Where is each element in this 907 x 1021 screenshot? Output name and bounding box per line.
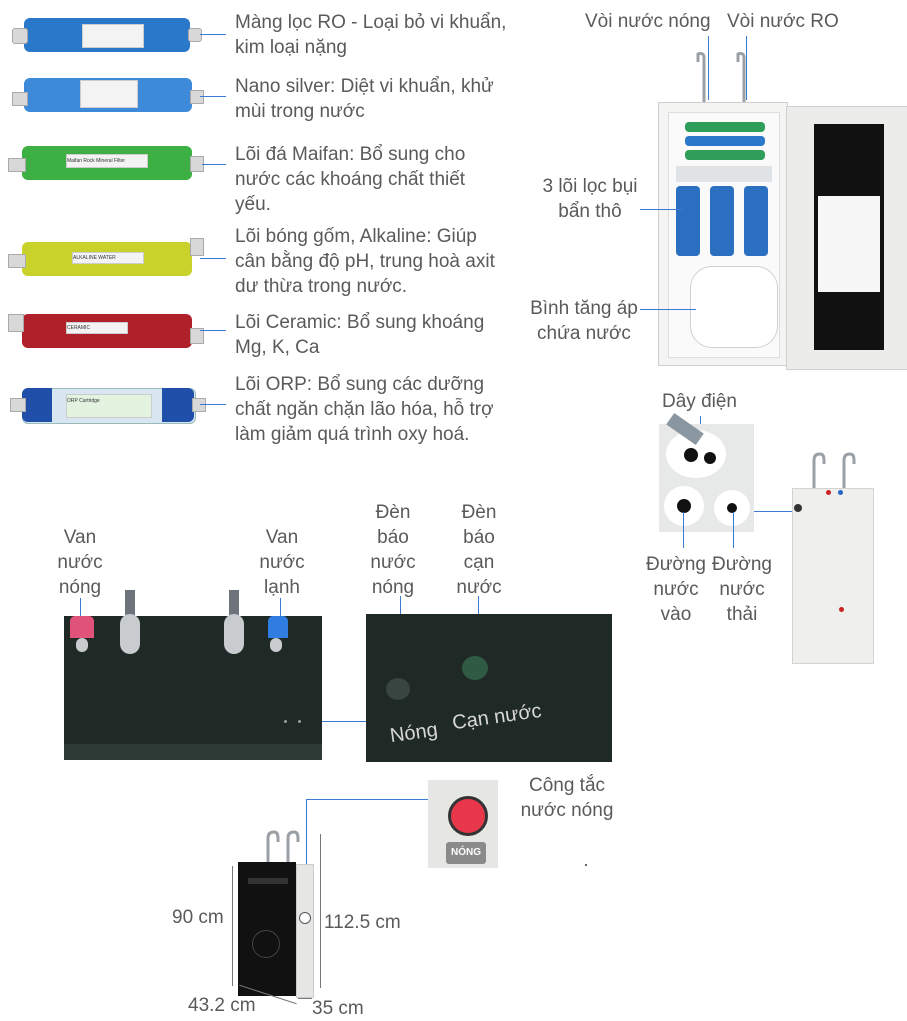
hot-valve-icon[interactable] (70, 616, 94, 638)
hot-light-label: Đèn báo nước nóng (370, 502, 416, 598)
dim-depth: 35 cm (312, 998, 364, 1019)
filter-maifan-label: Lõi đá Maifan: Bổ sung cho nước các khoá… (235, 144, 466, 215)
hot-light-icon (386, 678, 410, 700)
filter-ro-label: Màng lọc RO - Loại bỏ vi khuẩn, kim loại… (235, 12, 507, 58)
filter-ceramic-label: Lõi Ceramic: Bổ sung khoáng Mg, K, Ca (235, 312, 485, 358)
filter-ceramic-tag: CERAMIC (66, 322, 128, 334)
dim-height-body: 90 cm (172, 907, 224, 928)
dim-height-total: 112.5 cm (324, 912, 401, 933)
dim-width: 43.2 cm (188, 995, 256, 1016)
prefilters-label: 3 lõi lọc bụi bẩn thô (542, 176, 638, 222)
hot-switch-text: NÓNG (446, 842, 486, 864)
filter-orp-image: ORP Cartridge (8, 384, 206, 426)
filter-alkaline-label: Lõi bóng gốm, Alkaline: Giúp cân bằng độ… (235, 226, 495, 297)
hot-tap-label: Vòi nước nóng (585, 11, 711, 32)
filter-alkaline-image: ALKALINE WATER (6, 236, 206, 280)
filter-alkaline-tag: ALKALINE WATER (72, 252, 144, 264)
water-out-label: Đường nước thải (711, 554, 773, 625)
filter-maifan-tag: Maifan Rock Mineral Filter (66, 154, 148, 168)
filter-ceramic-image: CERAMIC (6, 310, 206, 354)
empty-light-label: Đèn báo cạn nước (456, 502, 502, 598)
hot-switch-button[interactable] (448, 796, 488, 836)
switch-label: Công tắc nước nóng (520, 775, 614, 821)
power-cord-label: Dây điện (662, 391, 737, 412)
pressure-tank-label: Bình tăng áp chứa nước (530, 298, 638, 344)
empty-light-icon (462, 656, 488, 680)
filter-nano-silver-image (10, 74, 204, 116)
hot-valve-label: Van nước nóng (57, 527, 103, 598)
cold-valve-label: Van nước lạnh (259, 527, 305, 598)
cold-valve-icon[interactable] (268, 616, 288, 638)
filter-maifan-image: Maifan Rock Mineral Filter (6, 142, 206, 184)
water-in-label: Đường nước vào (645, 554, 707, 625)
filter-orp-tag: ORP Cartridge (66, 394, 152, 418)
filter-orp-label: Lõi ORP: Bổ sung các dưỡng chất ngăn chặ… (235, 374, 494, 445)
filter-ro-image (12, 14, 202, 56)
tap-icons (696, 52, 746, 106)
filter-nano-silver-label: Nano silver: Diệt vi khuẩn, khử mùi tron… (235, 76, 494, 122)
ro-tap-label: Vòi nước RO (727, 11, 839, 32)
